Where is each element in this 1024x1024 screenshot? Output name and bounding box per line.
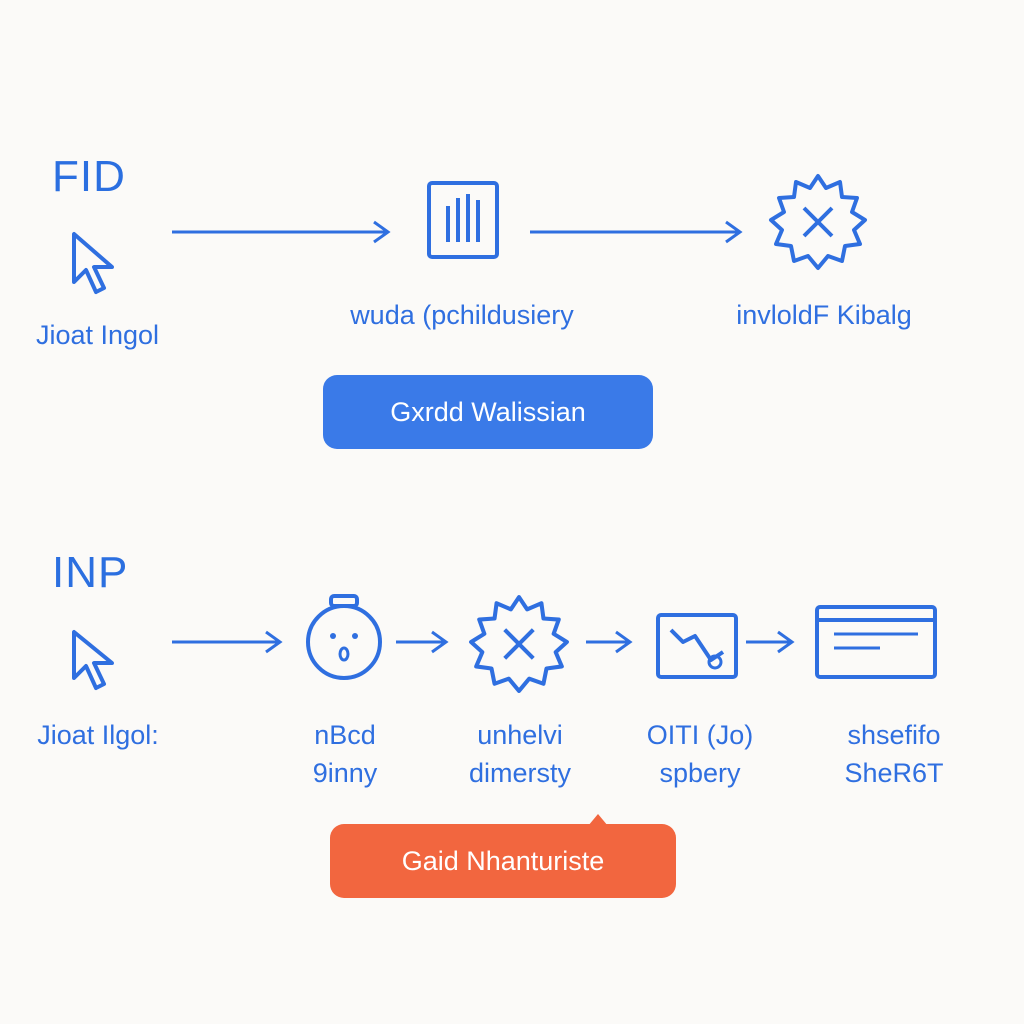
inp-step-4-label-line2: spbery — [659, 758, 741, 788]
face-icon — [303, 592, 385, 684]
error-badge-icon — [466, 592, 572, 696]
arrow-icon — [586, 630, 636, 654]
cursor-icon — [68, 628, 124, 694]
arrow-icon — [172, 630, 286, 654]
fid-step-3-label: invloldF Kibalg — [736, 300, 912, 330]
inp-step-2-label-line2: 9inny — [312, 758, 378, 788]
inp-step-3-label-line1: unhelvi — [477, 720, 563, 750]
arrow-icon — [172, 220, 394, 244]
inp-step-3-label-line2: dimersty — [468, 758, 571, 788]
bar-chart-icon — [426, 180, 500, 260]
inp-action-button[interactable]: Gaid Nhanturiste — [330, 824, 676, 898]
fid-action-button[interactable]: Gxrdd Walissian — [323, 375, 653, 449]
cursor-icon — [68, 230, 124, 300]
inp-step-5-label-line2: SheR6T — [844, 758, 944, 788]
inp-step-2-label-line1: nBcd — [314, 720, 376, 750]
fid-step-2-label: wuda (pchildusiery — [350, 300, 574, 330]
arrow-icon — [746, 630, 798, 654]
inp-step-1-label: Jioat Ilgol: — [37, 720, 159, 750]
fid-step-1-label: Jioat Ingol — [35, 320, 160, 350]
button-notch — [588, 814, 608, 826]
arrow-icon — [396, 630, 452, 654]
chart-window-icon — [655, 612, 739, 680]
browser-window-icon — [814, 604, 938, 680]
inp-step-4-label-line1: OITI (Jo) — [646, 720, 754, 750]
error-badge-icon — [766, 172, 870, 272]
arrow-icon — [530, 220, 746, 244]
inp-heading: INP — [52, 548, 129, 597]
inp-step-5-label-line1: shsefifo — [847, 720, 941, 750]
fid-heading: FID — [52, 152, 126, 201]
